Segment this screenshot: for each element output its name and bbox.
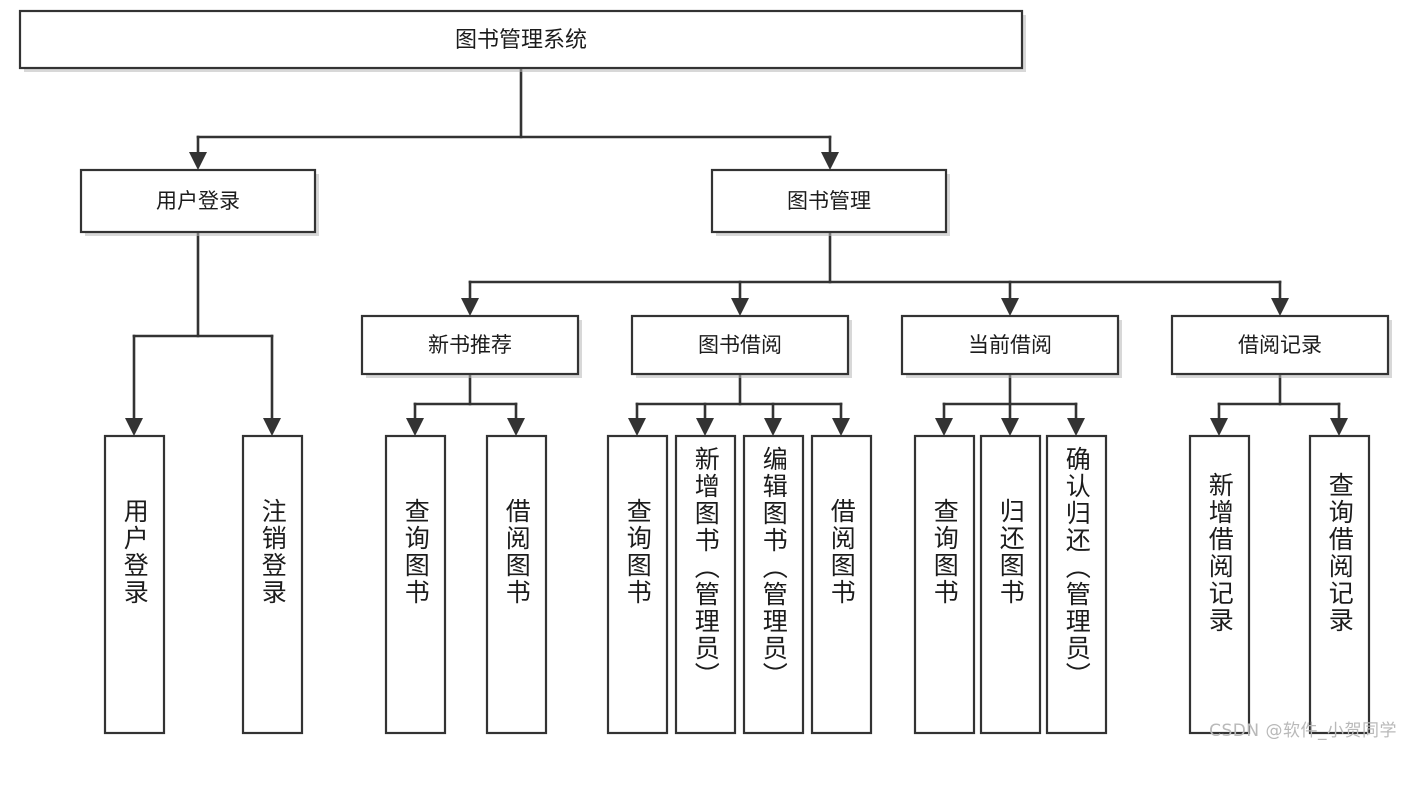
new-book-label: 新书推荐 [428, 333, 512, 357]
new-book-box[interactable] [360, 314, 580, 376]
root-label: 图书管理系统 [455, 28, 587, 53]
arrow-to-leaf-user-login [125, 418, 143, 436]
leaf-box-query-book-borrow[interactable] [606, 434, 669, 735]
leaf-box-logout[interactable] [241, 434, 304, 735]
arrow-to-user-login [189, 152, 207, 170]
node-book-manage[interactable]: 图书管理 [710, 168, 950, 236]
arrow-to-current [1001, 298, 1019, 316]
current-borrow-label: 当前借阅 [968, 333, 1052, 357]
leaf-box-borrow-book-newbook[interactable] [485, 434, 548, 735]
leaf-box-query-borrow-record[interactable] [1308, 434, 1371, 735]
connector-layer [125, 66, 1348, 436]
diagram-canvas-root: 图书管理系统 用户登录 图书管理 新书推荐 图书借阅 当前借阅 [18, 9, 1397, 741]
arrow-current-leaf-2 [1001, 418, 1019, 436]
arrow-to-book-manage [821, 152, 839, 170]
arrow-current-leaf-3 [1067, 418, 1085, 436]
node-root[interactable]: 图书管理系统 [18, 9, 1026, 72]
leaf-box-borrow-book[interactable] [810, 434, 873, 735]
leaf-box-add-borrow-record[interactable] [1188, 434, 1251, 735]
node-book-borrow[interactable]: 图书借阅 [630, 314, 852, 378]
node-new-book-recommend[interactable]: 新书推荐 [360, 314, 582, 378]
leaf-box-query-book-newbook[interactable] [384, 434, 447, 735]
arrow-to-record [1271, 298, 1289, 316]
book-borrow-label: 图书借阅 [698, 333, 782, 357]
leaf-box-edit-book-admin[interactable] [742, 434, 805, 735]
leaf-box-query-book-current[interactable] [913, 434, 976, 735]
root-box[interactable] [18, 9, 1024, 70]
arrow-newbook-leaf-2 [507, 418, 525, 436]
borrow-record-box[interactable] [1170, 314, 1390, 376]
arrow-current-leaf-1 [935, 418, 953, 436]
leaf-box-confirm-return-admin[interactable] [1045, 434, 1108, 735]
system-structure-diagram: 图书管理系统 用户登录 图书管理 新书推荐 图书借阅 当前借阅 [18, 9, 1392, 735]
book-manage-label: 图书管理 [787, 189, 871, 213]
book-manage-box[interactable] [710, 168, 948, 234]
arrow-to-borrow [731, 298, 749, 316]
arrow-record-leaf-2 [1330, 418, 1348, 436]
leaf-box-user-login[interactable] [103, 434, 166, 735]
arrow-borrow-leaf-3 [764, 418, 782, 436]
book-borrow-box[interactable] [630, 314, 850, 376]
node-user-login[interactable]: 用户登录 [79, 168, 319, 236]
user-login-label: 用户登录 [156, 189, 240, 213]
arrow-to-newbook [461, 298, 479, 316]
node-current-borrow[interactable]: 当前借阅 [900, 314, 1122, 378]
arrow-to-leaf-logout [263, 418, 281, 436]
borrow-record-label: 借阅记录 [1238, 333, 1322, 357]
leaf-box-return-book[interactable] [979, 434, 1042, 735]
user-login-box[interactable] [79, 168, 317, 234]
arrow-newbook-leaf-1 [406, 418, 424, 436]
current-borrow-box[interactable] [900, 314, 1120, 376]
leaf-box-add-book-admin[interactable] [674, 434, 737, 735]
csdn-watermark: CSDN @软件_小贺同学 [1209, 721, 1397, 741]
arrow-record-leaf-1 [1210, 418, 1228, 436]
node-borrow-record[interactable]: 借阅记录 [1170, 314, 1392, 378]
leaf-box-layer [103, 434, 1371, 735]
arrow-borrow-leaf-2 [696, 418, 714, 436]
arrow-borrow-leaf-4 [832, 418, 850, 436]
arrow-borrow-leaf-1 [628, 418, 646, 436]
